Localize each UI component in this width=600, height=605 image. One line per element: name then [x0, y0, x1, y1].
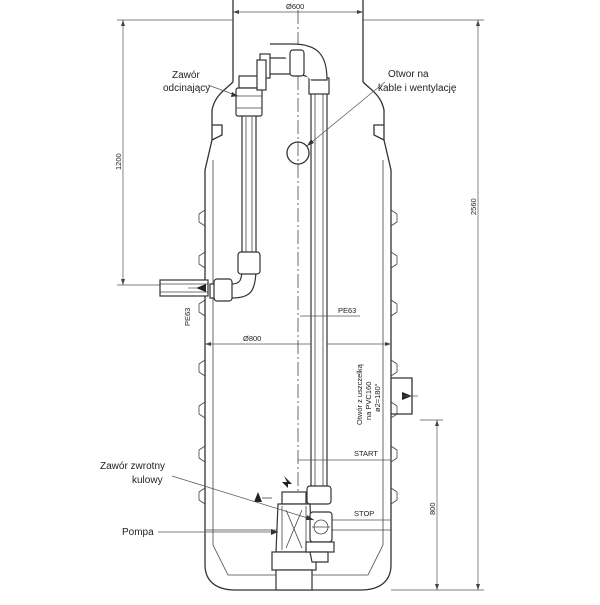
- inlet-label-2: na PVC160: [364, 382, 373, 420]
- check-valve-label-1: Zawór zwrotny: [100, 461, 165, 472]
- height-2560-label: 2560: [469, 198, 478, 215]
- dimension-2560: 2560: [363, 19, 484, 591]
- pump: [271, 476, 335, 591]
- start-level-label: START: [354, 449, 378, 458]
- inlet-label-1: Otwór z uszczelką: [355, 363, 364, 425]
- callout-pump: Pompa: [122, 527, 278, 538]
- inlet-label-3: ø2=180°: [373, 383, 382, 412]
- dimension-800: 800: [420, 419, 443, 590]
- float-icon: [254, 492, 262, 502]
- callout-shutoff-valve: Zawór odcinający: [163, 70, 239, 97]
- height-800-label: 800: [428, 502, 437, 515]
- pe63-outlet-label: PE63: [183, 308, 192, 326]
- discharge-pipe: [241, 114, 257, 271]
- pe63-riser-label: PE63: [338, 306, 356, 315]
- top-bend: [259, 43, 328, 81]
- height-1200-label: 1200: [114, 153, 123, 170]
- shutoff-valve: [235, 59, 267, 117]
- callout-check-valve: Zawór zwrotny kulowy: [100, 461, 315, 521]
- dimension-mid: Ø800: [205, 334, 391, 346]
- dimension-1200: 1200: [114, 19, 233, 286]
- cable-opening-label-1: Otwor na: [388, 69, 429, 80]
- callout-cable-opening: Otwor na kable i wentylację: [306, 69, 457, 147]
- cable-opening-label-2: kable i wentylację: [378, 83, 457, 94]
- pump-label: Pompa: [122, 527, 154, 538]
- dimension-top: Ø600: [233, 2, 363, 14]
- check-valve-label-2: kulowy: [132, 475, 163, 486]
- stop-level-label: STOP: [354, 509, 374, 518]
- riser-pe63: PE63: [300, 306, 360, 317]
- cable-opening: [286, 141, 310, 165]
- shutoff-valve-label-2: odcinający: [163, 83, 210, 94]
- shutoff-valve-label-1: Zawór: [172, 70, 200, 81]
- outlet-bend: [159, 251, 261, 302]
- inlet-opening: [391, 377, 418, 415]
- callout-inlet: Otwór z uszczelką na PVC160 ø2=180°: [355, 363, 382, 425]
- diameter-top-label: Ø600: [286, 2, 304, 11]
- riser-pipe: [306, 77, 332, 505]
- diameter-mid-label: Ø800: [243, 334, 261, 343]
